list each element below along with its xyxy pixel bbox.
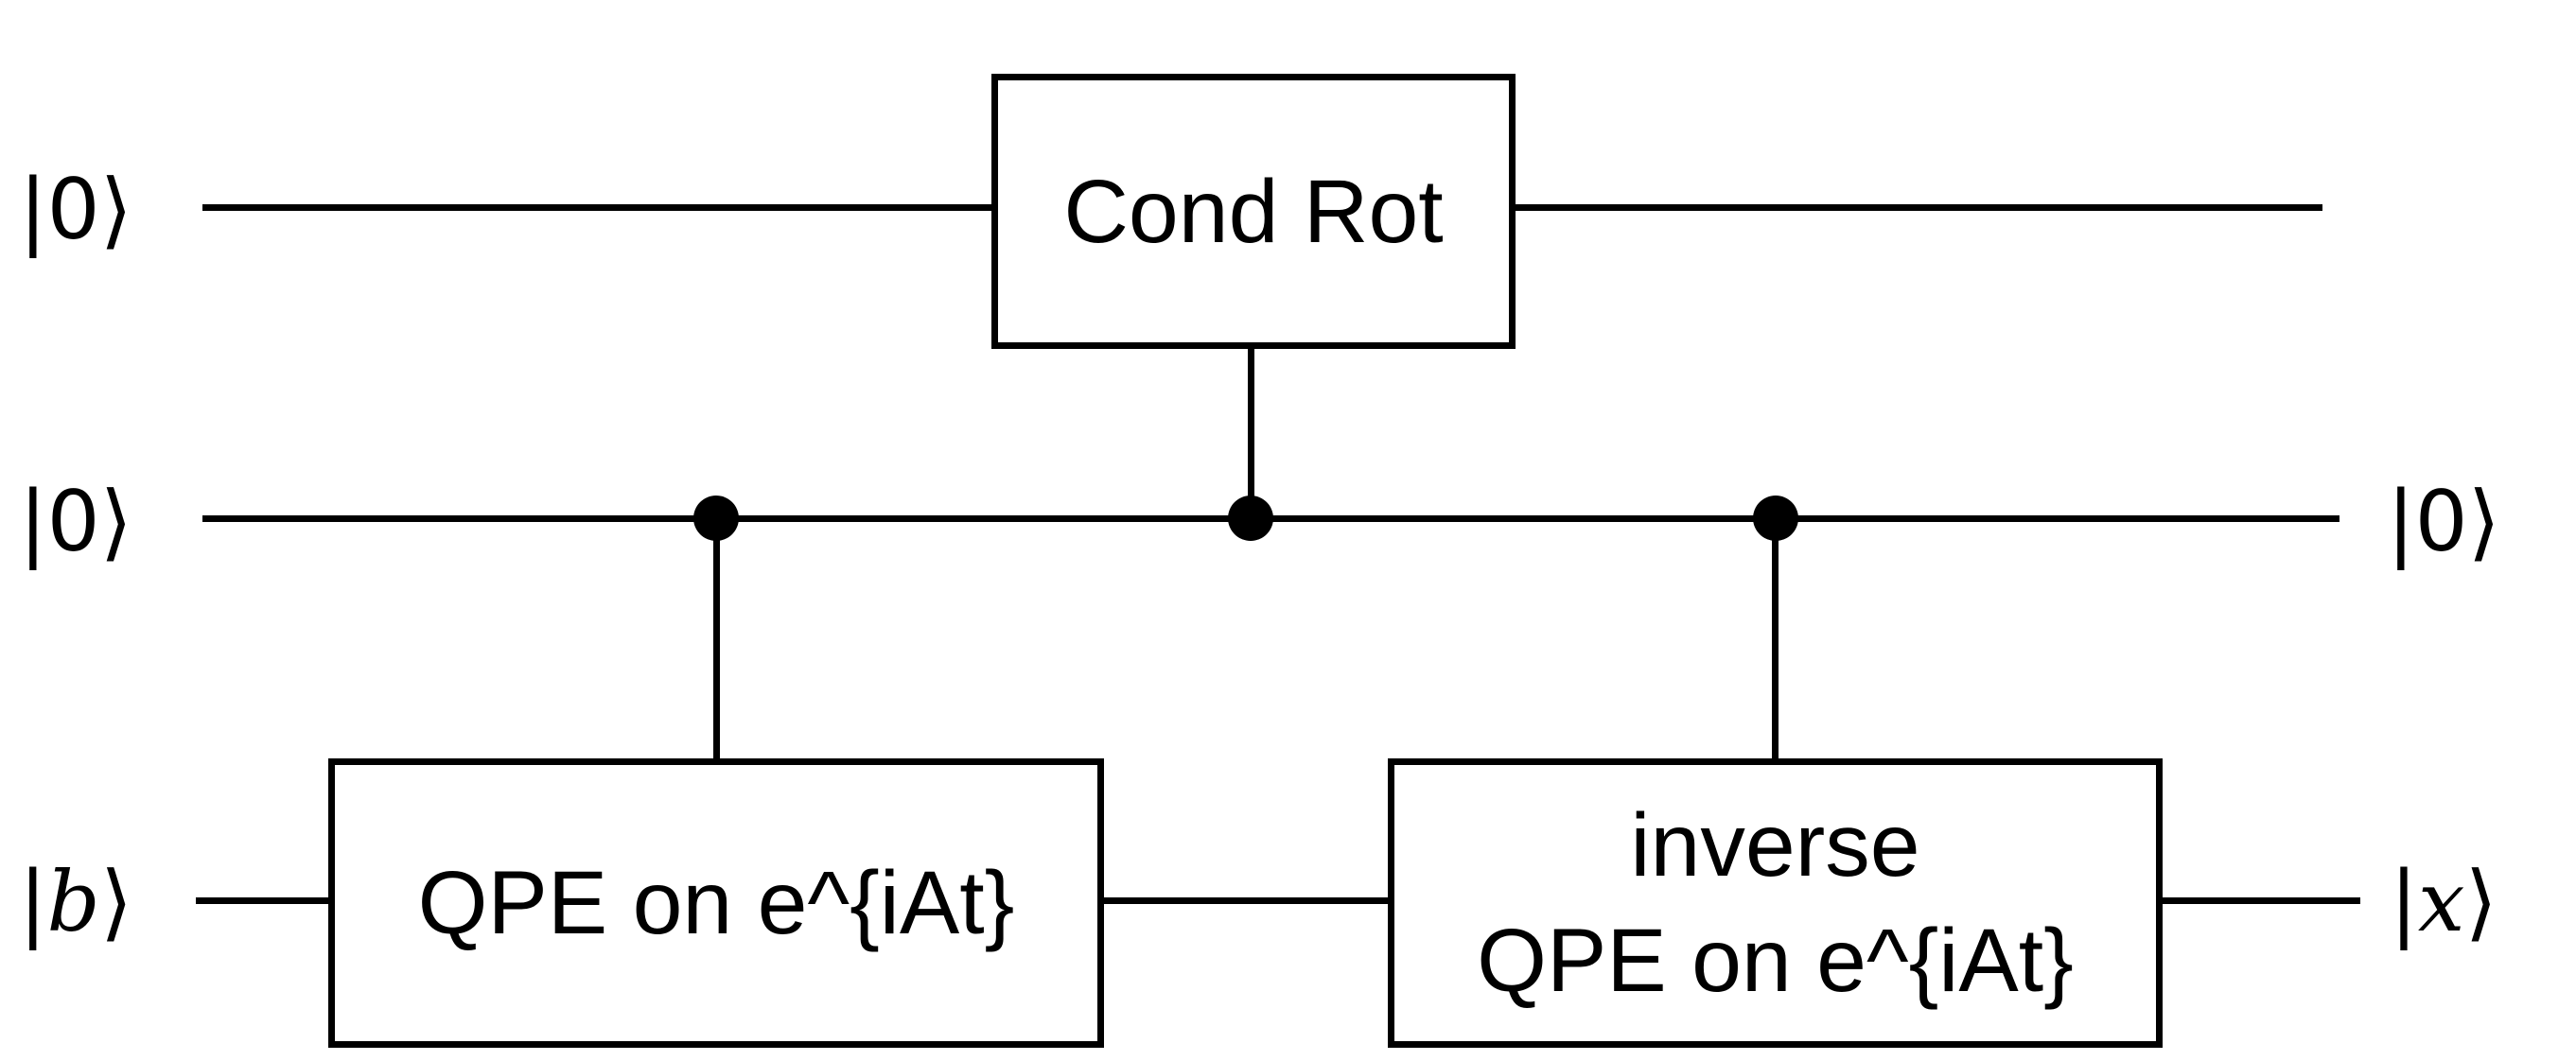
ket-open-bar: | xyxy=(2390,852,2418,950)
control-line-qpe xyxy=(713,518,720,762)
ket-symbol: x xyxy=(2417,852,2465,950)
gate-cond-rot: Cond Rot xyxy=(991,74,1516,349)
ket-bottom-right-x: |x⟩ xyxy=(2373,840,2515,963)
bottom-wire-right-segment xyxy=(2161,897,2360,904)
ket-open-bar: | xyxy=(18,852,47,950)
top-wire-left-segment xyxy=(202,204,993,211)
ket-close-bracket: ⟩ xyxy=(99,160,132,258)
ket-bottom-left-b: |b⟩ xyxy=(5,840,147,963)
ket-close-bracket: ⟩ xyxy=(2464,852,2497,950)
ket-open-bar: | xyxy=(2387,472,2415,570)
ket-middle-right-zero: |0⟩ xyxy=(2373,460,2515,583)
control-line-inverse-qpe xyxy=(1772,518,1779,762)
ket-middle-left-zero: |0⟩ xyxy=(5,460,147,583)
ket-top-left-zero: |0⟩ xyxy=(5,148,147,270)
gate-inverse-qpe: inverse QPE on e^{iAt} xyxy=(1388,758,2163,1048)
top-wire-right-segment xyxy=(1514,204,2322,211)
ket-close-bracket: ⟩ xyxy=(99,472,132,570)
bottom-wire-left-segment xyxy=(196,897,330,904)
gate-qpe: QPE on e^{iAt} xyxy=(328,758,1104,1048)
gate-inverse-qpe-label-line2: QPE on e^{iAt} xyxy=(1477,911,2074,1011)
bottom-wire-middle-segment xyxy=(1102,897,1390,904)
gate-inverse-qpe-label-line1: inverse xyxy=(1630,795,1920,896)
ket-symbol: 0 xyxy=(46,160,100,258)
control-dot-qpe xyxy=(693,496,739,541)
gate-qpe-label: QPE on e^{iAt} xyxy=(417,853,1015,953)
control-line-cond-rot xyxy=(1248,345,1254,522)
ket-open-bar: | xyxy=(19,160,47,258)
control-dot-cond-rot xyxy=(1228,496,1273,541)
ket-symbol: b xyxy=(46,852,100,950)
ket-symbol: 0 xyxy=(2414,472,2468,570)
control-dot-inverse-qpe xyxy=(1753,496,1798,541)
gate-cond-rot-label: Cond Rot xyxy=(1063,161,1444,262)
ket-open-bar: | xyxy=(19,472,47,570)
ket-close-bracket: ⟩ xyxy=(2467,472,2500,570)
ket-close-bracket: ⟩ xyxy=(99,852,133,950)
ket-symbol: 0 xyxy=(46,472,100,570)
